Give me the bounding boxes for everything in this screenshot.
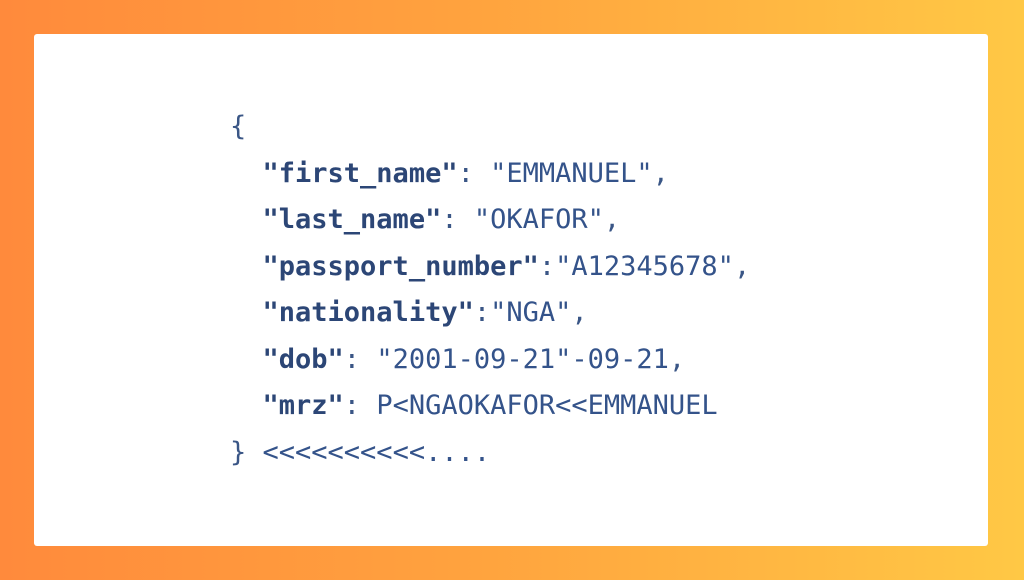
code-card: { "first_name": "EMMANUEL", "last_name":… [34, 34, 988, 546]
json-value: "A12345678" [555, 250, 734, 282]
json-line-mrz: "mrz": P<NGAOKAFOR<<EMMANUEL [230, 383, 750, 430]
mrz-overflow-text: <<<<<<<<<<.... [246, 436, 491, 468]
json-key: "dob" [262, 343, 344, 375]
json-key: "mrz" [262, 390, 344, 421]
json-key: "passport_number" [262, 250, 539, 282]
json-value: P<NGAOKAFOR<<EMMANUEL [376, 390, 718, 421]
indent [230, 204, 263, 235]
json-key: "last_name" [262, 204, 442, 235]
close-brace-line: } <<<<<<<<<<.... [230, 430, 750, 477]
open-brace-line: { [230, 104, 750, 151]
json-value: "2001-09-21"-09-21 [376, 343, 669, 375]
json-line-first-name: "first_name": "EMMANUEL", [230, 151, 750, 198]
json-comma: , [652, 157, 669, 189]
indent [230, 251, 263, 282]
json-code-block: { "first_name": "EMMANUEL", "last_name":… [230, 104, 750, 476]
json-comma: , [668, 343, 686, 375]
json-separator: : [473, 297, 491, 328]
json-comma: , [603, 204, 621, 235]
json-separator: : [538, 250, 556, 282]
indent [230, 158, 263, 189]
indent [230, 297, 263, 328]
json-separator: : [343, 343, 377, 375]
json-comma: , [733, 250, 751, 282]
indent [230, 344, 263, 375]
json-value: "OKAFOR" [473, 204, 604, 235]
json-comma: , [571, 297, 588, 328]
json-value: "NGA" [490, 297, 572, 328]
json-separator: : [441, 204, 474, 235]
json-key: "nationality" [262, 297, 474, 328]
json-line-nationality: "nationality":"NGA", [230, 290, 750, 337]
json-separator: : [343, 390, 377, 421]
json-key: "first_name" [262, 157, 458, 189]
indent [230, 390, 263, 421]
json-value: "EMMANUEL" [490, 157, 653, 189]
json-line-dob: "dob": "2001-09-21"-09-21, [230, 337, 750, 384]
open-brace: { [230, 111, 247, 142]
close-brace: } [230, 436, 247, 468]
json-line-last-name: "last_name": "OKAFOR", [230, 197, 750, 244]
json-line-passport-number: "passport_number":"A12345678", [230, 244, 751, 291]
json-separator: : [457, 157, 491, 189]
